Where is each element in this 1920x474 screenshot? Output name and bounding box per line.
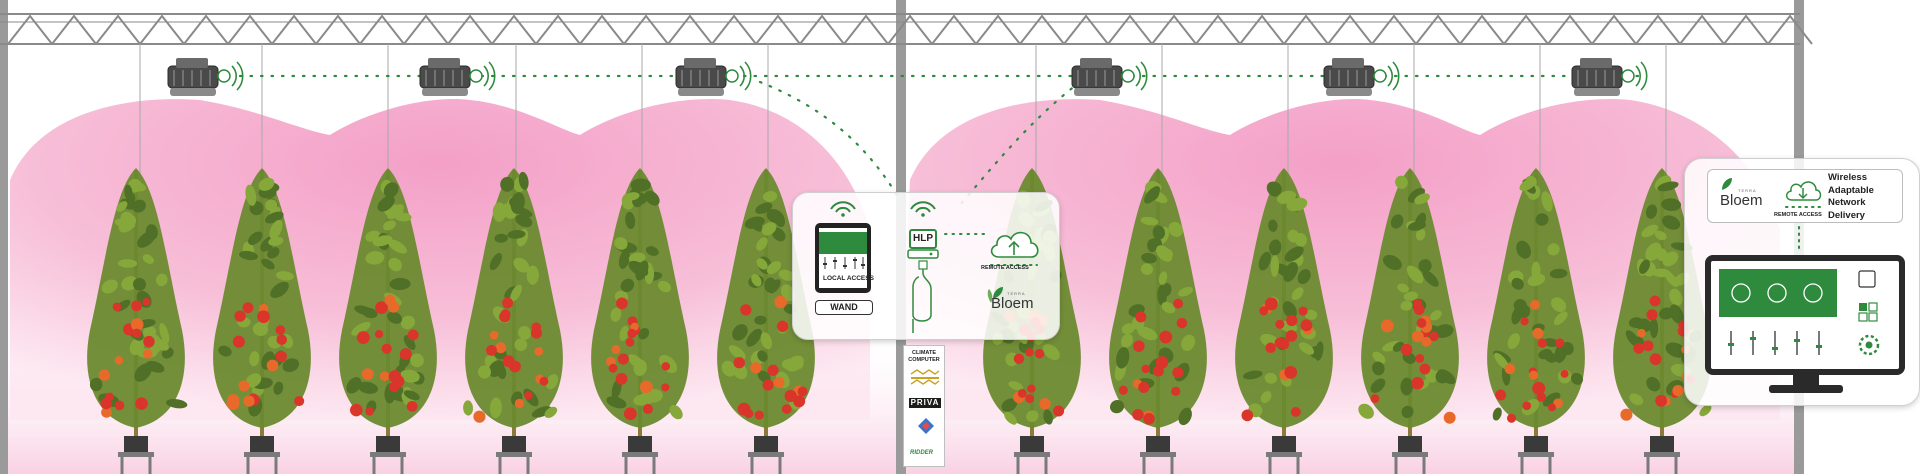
wand-acronym: Wireless Adaptable Network Delivery — [1828, 172, 1908, 222]
tomato-plant-icon — [717, 168, 815, 474]
brand-logo-text: Bloem — [1720, 192, 1763, 209]
tomato-plant-icon — [1235, 168, 1333, 474]
climate-computer-strip: CLIMATE COMPUTER PRIVA RIDDER — [903, 345, 945, 467]
hanging-wires — [139, 44, 1667, 190]
grow-light-fixture-icon — [419, 58, 496, 96]
roof-truss — [0, 13, 1813, 45]
climate-label-line1: CLIMATE — [911, 350, 937, 356]
monitor-base — [1769, 385, 1843, 393]
priva-logo: PRIVA — [909, 398, 941, 408]
hlp-base-icon — [907, 249, 939, 259]
tomato-plant-icon — [87, 168, 188, 474]
grow-light-fixtures — [167, 58, 1648, 96]
vendor-diamond-icon — [918, 418, 934, 434]
cloud-download-icon — [1785, 181, 1822, 208]
brand-tagline: TERRA — [1007, 291, 1026, 296]
wifi-icon — [910, 201, 936, 217]
wifi-icon — [830, 201, 856, 217]
tomato-plant-icon — [1487, 168, 1585, 474]
gear-icon — [1858, 334, 1880, 356]
remote-access-label: REMOTE ACCESS — [1774, 212, 1822, 218]
tomato-plant-icon — [463, 168, 563, 474]
grow-light-fixture-icon — [167, 58, 244, 96]
grow-light-fixture-icon — [1571, 58, 1648, 96]
tomato-plant-icon — [591, 168, 689, 474]
grow-light-fixture-icon — [1071, 58, 1148, 96]
wand-label: WAND — [830, 302, 858, 312]
leaf-icon — [987, 287, 1003, 303]
dotted-link — [944, 233, 986, 235]
grow-light-fixture-icon — [1323, 58, 1400, 96]
tomato-plant-icon — [1109, 168, 1207, 474]
dashboard-icon — [1728, 270, 1880, 356]
wand-acronym-line: Delivery — [1828, 209, 1865, 221]
monitor-neck — [1793, 375, 1819, 387]
remote-header-card: TERRA Bloem REMOTE ACCESS Wireless Adapt… — [1707, 169, 1903, 223]
monitor-icon — [1705, 255, 1905, 375]
remote-control-panel: TERRA Bloem REMOTE ACCESS Wireless Adapt… — [1684, 158, 1920, 406]
wand-acronym-line: Adaptable — [1828, 184, 1874, 196]
remote-access-label: REMOTE ACCESS — [981, 265, 1029, 271]
cloud-upload-icon — [990, 231, 1039, 266]
tomato-plant-icon — [1358, 168, 1459, 474]
climate-label-line2: COMPUTER — [908, 357, 940, 363]
slider-controls-icon — [823, 257, 865, 269]
brand-tagline: TERRA — [1738, 188, 1757, 193]
wand-acronym-line: Wireless — [1828, 172, 1867, 183]
brand-logo-text: Bloem — [991, 295, 1034, 312]
power-cable-icon — [912, 260, 932, 333]
ridder-logo: RIDDER — [910, 450, 934, 456]
local-access-label: LOCAL ACCESS — [823, 275, 874, 282]
tomato-plant-icon — [213, 168, 311, 474]
brand-logo-center — [985, 281, 1043, 323]
wand-acronym-line: Network — [1828, 197, 1866, 208]
wand-label-box: WAND — [815, 300, 873, 315]
local-control-panel: LOCAL ACCESS WAND HLP — [792, 192, 1060, 340]
priva-label: PRIVA — [910, 398, 940, 407]
remote-access-card — [985, 223, 1043, 267]
vendor-logo-icon — [910, 369, 940, 385]
hlp-device: HLP — [909, 229, 937, 249]
tomato-plants — [87, 168, 1712, 474]
wand-tablet — [815, 223, 871, 293]
leaf-icon — [1722, 178, 1732, 190]
tomato-plant-icon — [339, 168, 437, 474]
grow-light-fixture-icon — [675, 58, 752, 96]
dotted-link — [1798, 226, 1800, 254]
hlp-label: HLP — [913, 233, 933, 244]
